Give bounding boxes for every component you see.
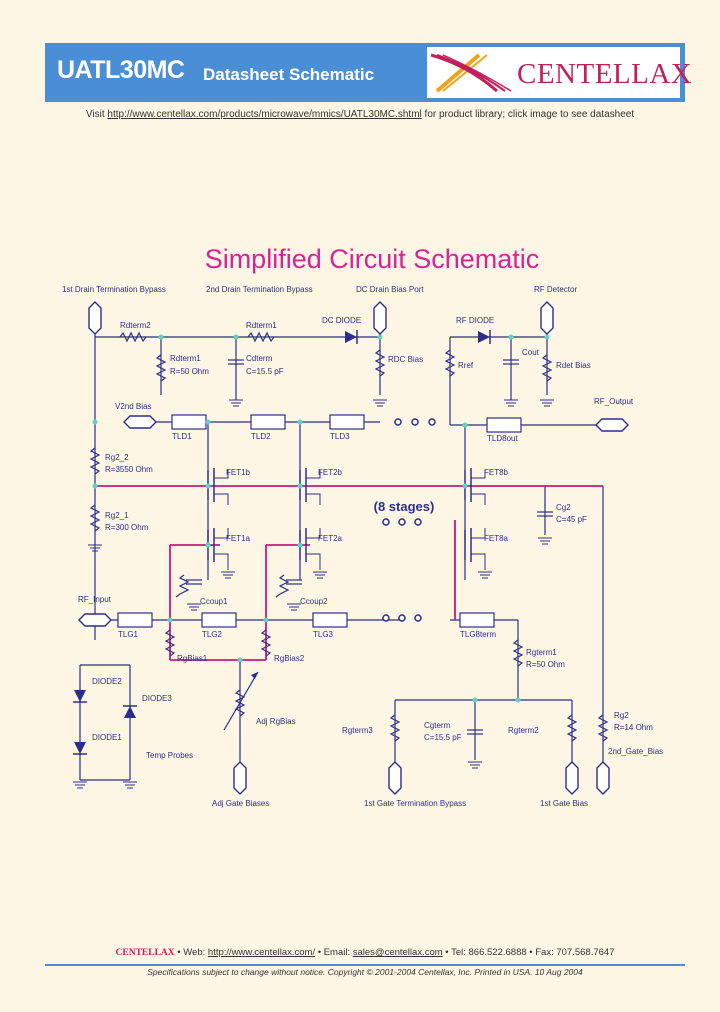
- label-v2nd-bias: V2nd Bias: [115, 402, 151, 411]
- label-ccoup1: Ccoup1: [200, 597, 228, 606]
- label-gate-term-bypass: 1st Gate Termination Bypass: [364, 799, 466, 808]
- label-1st-gate-bias: 1st Gate Bias: [540, 799, 588, 808]
- label-tld3: TLD3: [330, 432, 350, 441]
- label-adj-gate-bias: Adj Gate Biases: [212, 799, 269, 808]
- label-rgterm3: Rgterm3: [342, 726, 373, 735]
- label-rg2-1: Rg2_1: [105, 511, 129, 520]
- junction-dots: [92, 334, 550, 703]
- page-title: UATL30MC: [57, 56, 185, 84]
- label-cg2: Cg2: [556, 503, 571, 512]
- label-cgterm-val: C=15.5 pF: [424, 733, 462, 742]
- label-rdterm1-val: R=50 Ohm: [170, 367, 209, 376]
- resistors: [89, 331, 609, 742]
- label-stages: (8 stages): [374, 499, 435, 514]
- label-fet2a: FET2a: [318, 534, 343, 543]
- label-tlg1: TLG1: [118, 630, 139, 639]
- fet-leads: [214, 470, 486, 570]
- label-cout: Cout: [522, 348, 540, 357]
- label-cdterm-val: C=15.5 pF: [246, 367, 284, 376]
- footer-spec: Specifications subject to change without…: [147, 967, 583, 977]
- footer-email-link[interactable]: sales@centellax.com: [352, 947, 443, 958]
- label-diode1: DIODE1: [92, 733, 122, 742]
- schematic-title: Simplified Circuit Schematic: [205, 244, 540, 274]
- label-rgbias1: RgBias1: [177, 654, 208, 663]
- bias-wires: [95, 485, 603, 661]
- centellax-logo[interactable]: CENTELLAX: [427, 47, 692, 98]
- label-rgterm2: Rgterm2: [508, 726, 539, 735]
- label-rg2-2-val: R=3550 Ohm: [105, 465, 153, 474]
- visit-line: Visit http://www.centellax.com/products/…: [0, 109, 720, 120]
- capacitors: [186, 359, 553, 735]
- label-fet1b: FET1b: [226, 468, 251, 477]
- label-port1: 1st Drain Termination Bypass: [62, 285, 166, 294]
- label-diode2: DIODE2: [92, 677, 122, 686]
- label-diode3: DIODE3: [142, 694, 172, 703]
- page-subtitle: Datasheet Schematic: [203, 65, 375, 84]
- label-rf-input: RF_Input: [78, 595, 112, 604]
- label-tlg2: TLG2: [202, 630, 223, 639]
- logo-swoosh-icon: [430, 53, 512, 93]
- label-rg2-val: R=14 Ohm: [614, 723, 653, 732]
- label-rgterm1-val: R=50 Ohm: [526, 660, 565, 669]
- label-rdc-bias: RDC Bias: [388, 355, 423, 364]
- label-rgterm1: Rgterm1: [526, 648, 557, 657]
- footer-fax: Fax: 707.568.7647: [535, 947, 615, 958]
- wires: [79, 320, 604, 781]
- variable-resistor-arrow: [223, 671, 259, 731]
- label-fet8a: FET8a: [484, 534, 509, 543]
- label-rdterm1: Rdterm1: [246, 321, 277, 330]
- label-tlg8: TLG8term: [460, 630, 496, 639]
- label-tlg3: TLG3: [313, 630, 334, 639]
- label-tld1: TLD1: [172, 432, 192, 441]
- label-adj-rgbias: Adj RgBias: [256, 717, 296, 726]
- label-rg2-1-val: R=300 Ohm: [105, 523, 149, 532]
- label-rdet-bias: Rdet Bias: [556, 361, 591, 370]
- header-banner: UATL30MC Datasheet Schematic CENTELLAX: [45, 43, 692, 102]
- label-rgbias2: RgBias2: [274, 654, 305, 663]
- diodes: [73, 330, 491, 755]
- label-cg2-val: C=45 pF: [556, 515, 587, 524]
- label-cgterm: Cgterm: [424, 721, 451, 730]
- footer-web-label: Web:: [183, 947, 206, 958]
- label-fet1a: FET1a: [226, 534, 251, 543]
- label-rg2: Rg2: [614, 711, 629, 720]
- label-fet2b: FET2b: [318, 468, 343, 477]
- label-rg2-2: Rg2_2: [105, 453, 129, 462]
- label-rdterm2: Rdterm2: [120, 321, 151, 330]
- continuation-dots: [382, 418, 436, 622]
- label-rf-output: RF_Output: [594, 397, 634, 406]
- fets: [207, 468, 472, 562]
- footer-contact: CENTELLAX • Web: http://www.centellax.co…: [115, 947, 615, 958]
- product-library-link[interactable]: http://www.centellax.com/products/microw…: [107, 109, 422, 120]
- logo-text: CENTELLAX: [517, 58, 693, 90]
- label-port3: DC Drain Bias Port: [356, 285, 424, 294]
- label-rref: Rref: [458, 361, 474, 370]
- label-ccoup2: Ccoup2: [300, 597, 328, 606]
- footer-brand: CENTELLAX: [115, 948, 175, 958]
- label-dc-diode: DC DIODE: [322, 316, 361, 325]
- label-temp-probes: Temp Probes: [146, 751, 193, 760]
- transmission-lines: [117, 414, 522, 628]
- label-port2: 2nd Drain Termination Bypass: [206, 285, 313, 294]
- visit-prefix: Visit: [85, 109, 105, 120]
- label-cdterm: Cdterm: [246, 354, 273, 363]
- visit-suffix: for product library; click image to see …: [424, 109, 635, 120]
- label-tld8: TLD8out: [487, 434, 518, 443]
- arrow-head-icon: [251, 672, 258, 679]
- label-port4: RF Detector: [534, 285, 577, 294]
- footer-divider: [45, 964, 685, 966]
- footer-tel: Tel: 866.522.6888: [451, 947, 527, 958]
- label-rdterm1-top: Rdterm1: [170, 354, 201, 363]
- label-rf-diode: RF DIODE: [456, 316, 494, 325]
- footer-web-link[interactable]: http://www.centellax.com/: [207, 947, 316, 958]
- footer-email-label: Email:: [323, 947, 351, 958]
- label-tld2: TLD2: [251, 432, 271, 441]
- label-fet8b: FET8b: [484, 468, 509, 477]
- label-2nd-gate-bias: 2nd_Gate_Bias: [608, 747, 663, 756]
